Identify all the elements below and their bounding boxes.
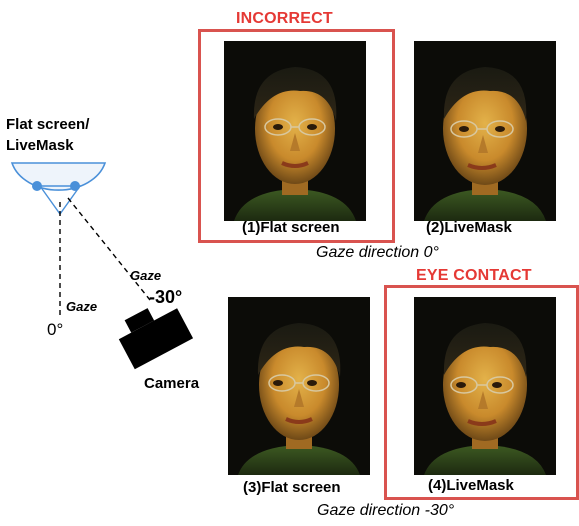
device-label: Flat screen/ LiveMask — [6, 114, 89, 156]
face-photo-1 — [224, 41, 366, 221]
caption-panel-1: (1)Flat screen — [242, 219, 340, 236]
caption-panel-2: (2)LiveMask — [426, 219, 512, 236]
camera-label: Camera — [144, 375, 200, 392]
setup-diagram — [10, 162, 194, 370]
eye-contact-box — [384, 285, 579, 500]
eye-contact-label: EYE CONTACT — [416, 267, 532, 284]
gaze-line-diagonal — [67, 197, 151, 301]
caption-panel-4: (4)LiveMask — [428, 477, 514, 494]
gaze-label-diagonal: Gaze — [130, 268, 162, 283]
gaze-label-vertical: Gaze — [66, 299, 98, 314]
device-label-line1: Flat screen/ — [6, 116, 90, 133]
gaze-direction-top: Gaze direction 0° — [316, 244, 439, 261]
right-eye-dot — [70, 181, 80, 191]
camera-icon — [118, 308, 194, 370]
angle-zero: 0° — [47, 320, 64, 339]
incorrect-box — [198, 29, 395, 243]
left-eye-dot — [32, 181, 42, 191]
face-photo-2 — [414, 41, 556, 221]
face-photo-4 — [414, 297, 556, 475]
face-photo-3 — [228, 297, 370, 475]
angle-minus30: -30° — [149, 287, 183, 307]
device-label-line2: LiveMask — [6, 137, 74, 154]
incorrect-label: INCORRECT — [236, 10, 333, 27]
gaze-direction-bottom: Gaze direction -30° — [317, 502, 455, 519]
caption-panel-3: (3)Flat screen — [243, 479, 341, 496]
